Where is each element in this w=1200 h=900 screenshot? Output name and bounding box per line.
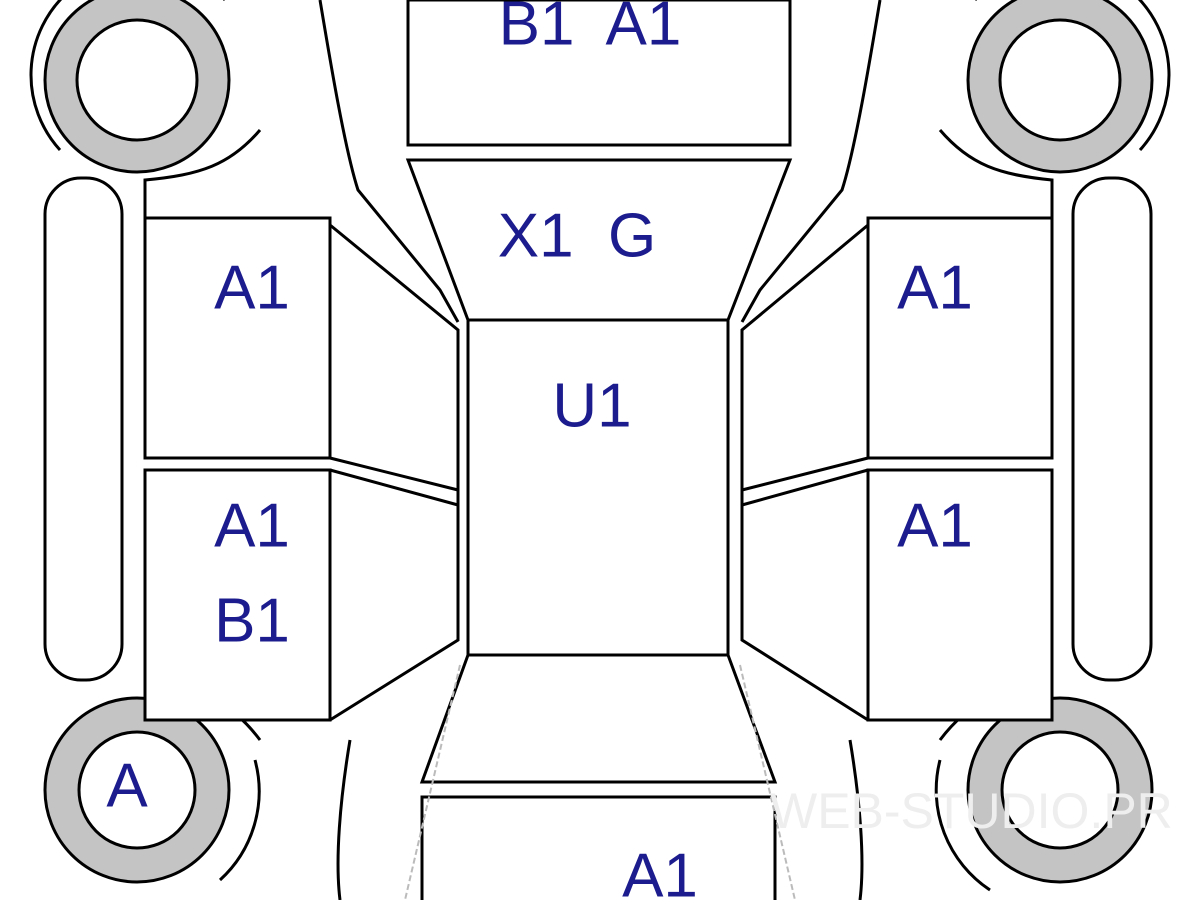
left-side-windows xyxy=(329,223,460,722)
watermark: WEB-STUDIO.PR xyxy=(770,783,1173,839)
roof[interactable] xyxy=(466,318,730,657)
wheel-rear-left[interactable] xyxy=(43,696,261,884)
body-outline-left xyxy=(143,0,460,900)
hood-label: B1 A1 xyxy=(499,0,682,58)
body-outline-right xyxy=(740,0,1054,900)
left-rear-wheel-label: A xyxy=(106,751,148,820)
rear-window[interactable] xyxy=(419,653,778,784)
wheel-front-left[interactable] xyxy=(29,0,231,174)
right-front-door-label: A1 xyxy=(897,253,973,322)
roof-label: U1 xyxy=(552,371,631,440)
right-side-windows xyxy=(740,223,869,722)
right-front-door[interactable] xyxy=(866,216,1054,460)
wheel-rear-right[interactable] xyxy=(934,696,1154,892)
hood[interactable] xyxy=(406,0,792,147)
left-rear-door-label-2: B1 xyxy=(214,586,290,655)
left-rear-door[interactable] xyxy=(143,468,332,722)
left-rear-door-label-1: A1 xyxy=(214,491,290,560)
trunk[interactable] xyxy=(420,795,777,900)
left-sill[interactable] xyxy=(43,176,124,682)
trunk-label: A1 xyxy=(622,841,698,900)
left-front-door-label: A1 xyxy=(214,253,290,322)
wheel-front-right[interactable] xyxy=(966,0,1171,174)
windshield-label: X1 G xyxy=(498,201,657,270)
left-front-door[interactable] xyxy=(143,216,332,460)
right-rear-door[interactable] xyxy=(866,468,1054,722)
right-sill[interactable] xyxy=(1071,176,1153,682)
right-rear-door-label: A1 xyxy=(897,491,973,560)
rear-hidden-lines xyxy=(404,664,796,900)
